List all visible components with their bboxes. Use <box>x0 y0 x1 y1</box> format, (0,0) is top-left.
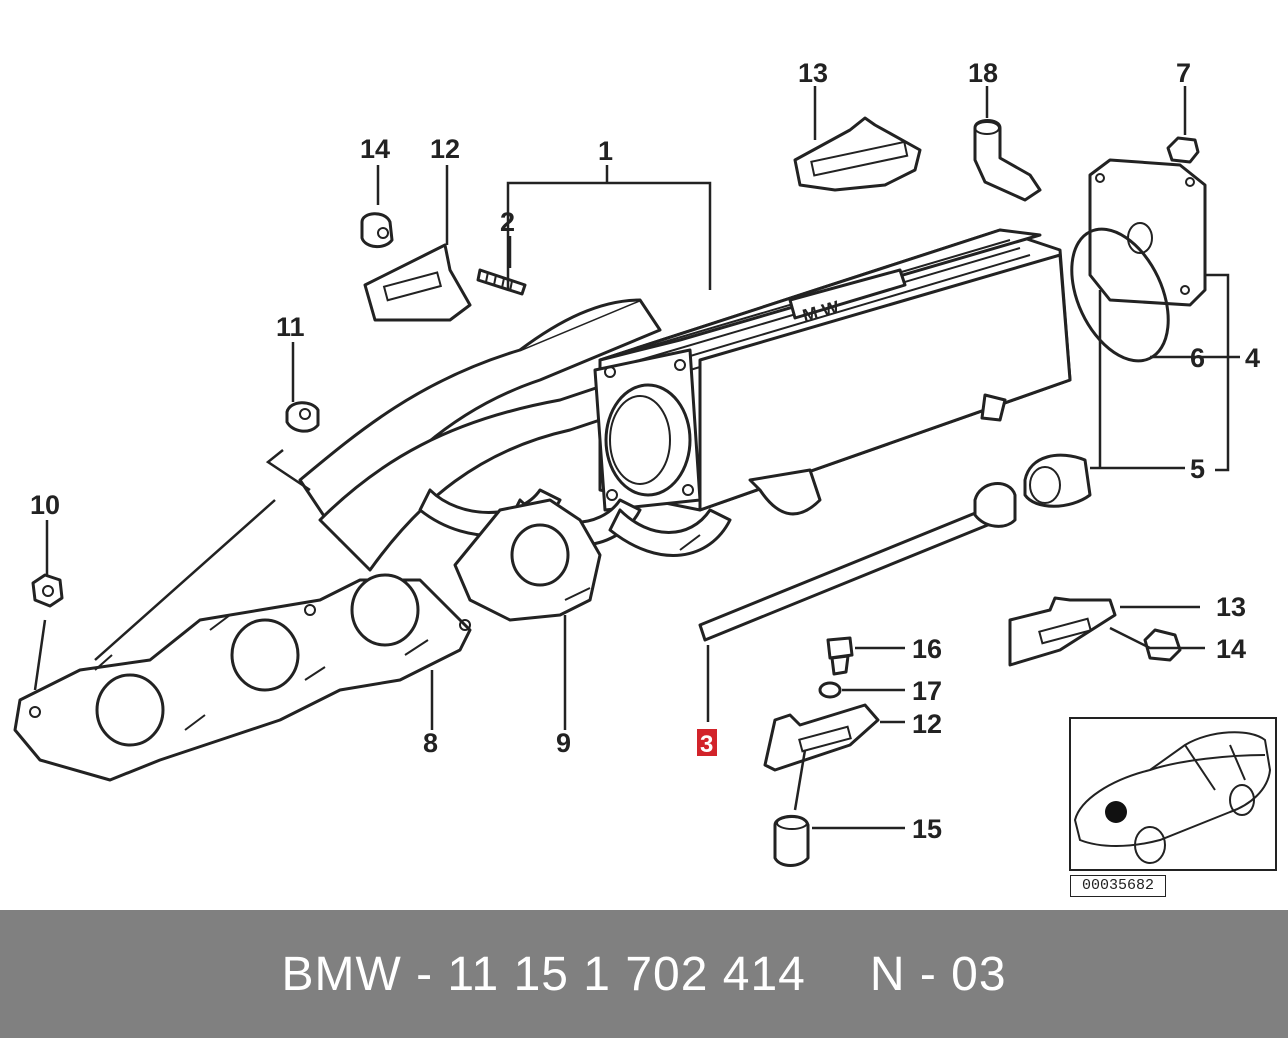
exhaust-gasket-8 <box>13 573 472 782</box>
cover-plate-4 <box>1088 158 1207 307</box>
callout-13-top: 13 <box>798 58 828 88</box>
part-number: BMW - 11 15 1 702 414 <box>281 947 806 1001</box>
intake-gasket-9 <box>453 498 701 622</box>
bolt-16 <box>826 636 854 676</box>
callout-12-bottom: 12 <box>912 709 942 739</box>
callout-14-right: 14 <box>1216 634 1246 664</box>
stud-2 <box>476 268 527 296</box>
elbow-18 <box>973 119 1042 202</box>
bushing-15 <box>773 814 810 867</box>
o-ring-6 <box>1070 227 1170 363</box>
bolt-7 <box>1166 136 1200 164</box>
car-location-inset <box>1069 717 1277 871</box>
callout-3-highlight <box>697 729 717 756</box>
callout-5: 5 <box>1190 454 1205 484</box>
callout-17: 17 <box>912 676 942 706</box>
callout-2: 2 <box>500 207 515 237</box>
parts-diagram: M W <box>13 58 1277 871</box>
nut-14-right <box>1143 628 1182 662</box>
intake-manifold: M W <box>298 228 1072 572</box>
callout-16: 16 <box>912 634 942 664</box>
footer-bar: BMW - 11 15 1 702 414 N - 03 <box>0 910 1288 1038</box>
bracket-13-top <box>793 116 922 192</box>
callout-labels: 1 2 3 4 5 6 7 8 9 10 11 12 12 13 13 14 1… <box>30 58 1260 844</box>
callout-8: 8 <box>423 728 438 758</box>
callout-13-right: 13 <box>1216 592 1246 622</box>
leader-lines <box>33 86 1240 830</box>
callout-10: 10 <box>30 490 60 520</box>
callout-15: 15 <box>912 814 942 844</box>
washer-17 <box>818 681 842 699</box>
callout-3: 3 <box>700 731 713 758</box>
location-marker <box>1105 801 1127 823</box>
bellows-5 <box>1023 453 1092 508</box>
callout-11: 11 <box>276 312 305 342</box>
bracket-12-top <box>363 243 472 322</box>
callout-7: 7 <box>1176 58 1191 88</box>
pipe-3 <box>698 482 1017 642</box>
callout-12-top: 12 <box>430 134 460 164</box>
callout-1: 1 <box>598 136 613 166</box>
diagram-position: N - 03 <box>869 947 1007 1001</box>
bracket-13-right <box>1008 596 1117 667</box>
callout-18: 18 <box>968 58 998 88</box>
callout-14-top: 14 <box>360 134 390 164</box>
callout-6: 6 <box>1190 343 1205 373</box>
bracket-12-bottom <box>763 703 880 772</box>
nut-14-top <box>360 212 394 248</box>
reference-number: 00035682 <box>1070 875 1166 897</box>
callout-9: 9 <box>556 728 571 758</box>
nut-11 <box>285 401 320 433</box>
nut-10 <box>31 573 64 608</box>
callout-4: 4 <box>1245 343 1260 373</box>
